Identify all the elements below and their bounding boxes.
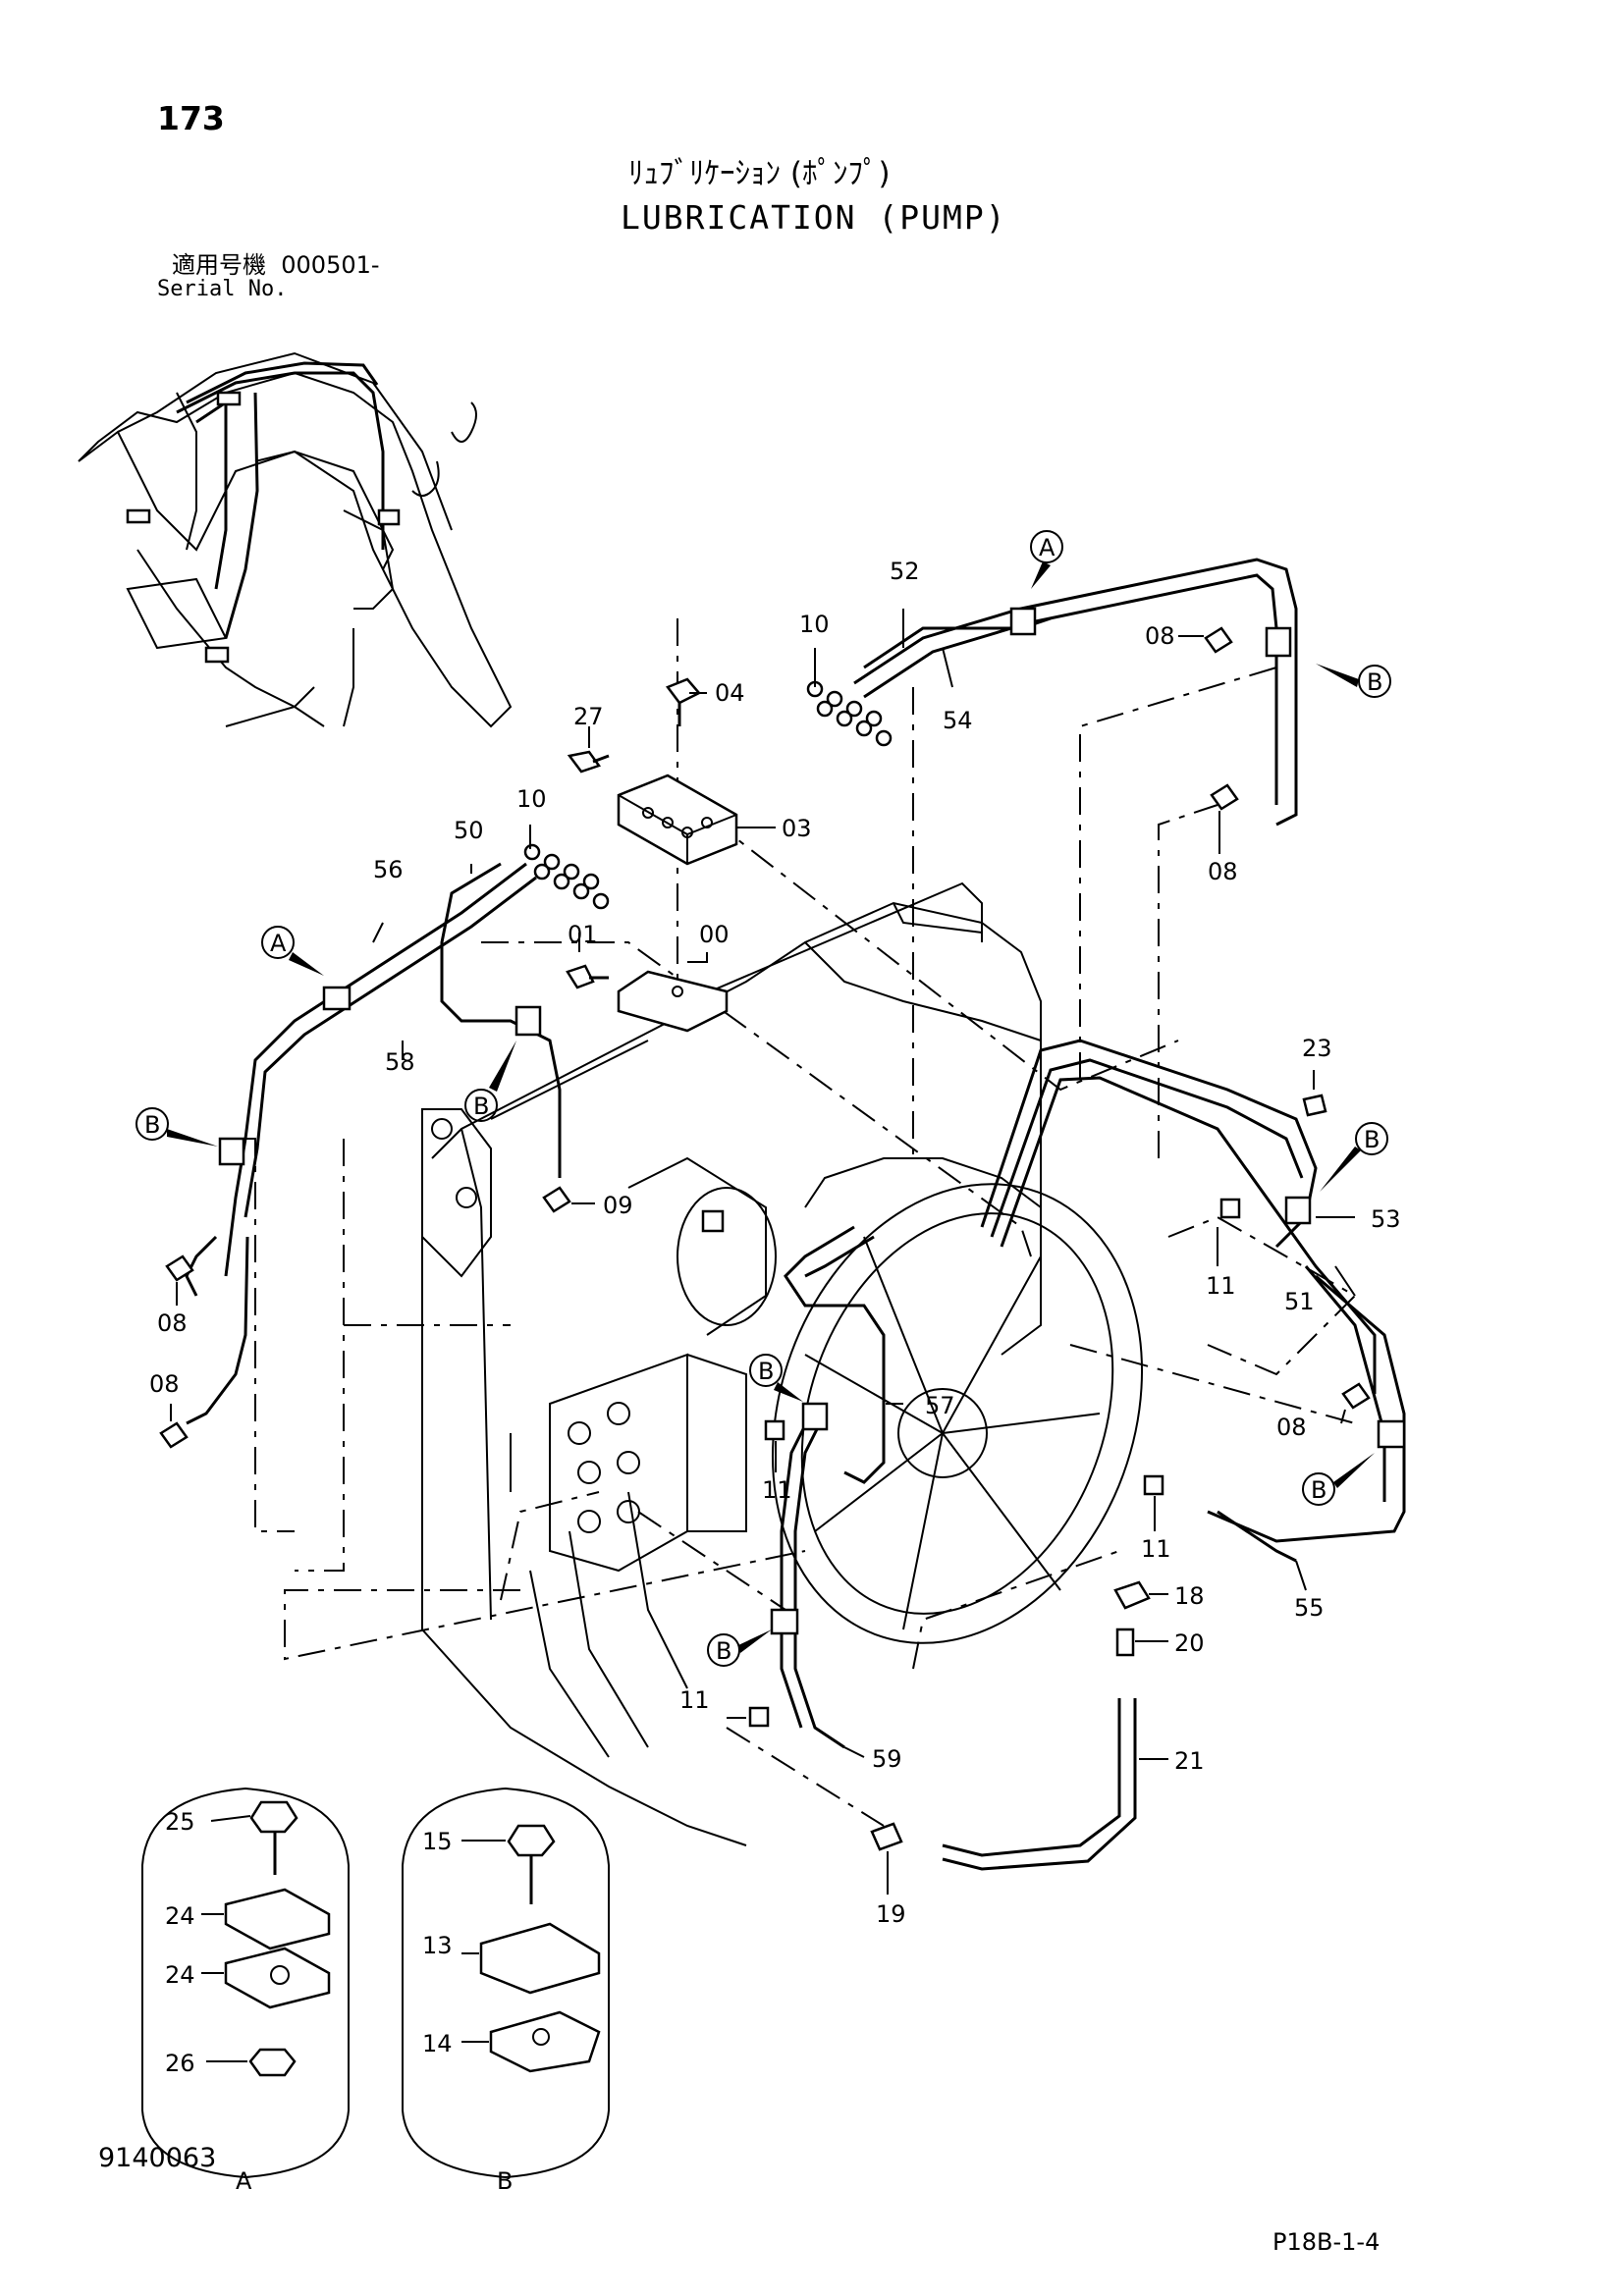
fittings-10-lower	[523, 843, 610, 910]
callout-50: 50	[454, 817, 484, 844]
marker-a-left	[261, 926, 324, 976]
marker-b-5	[749, 1354, 803, 1402]
callout-55: 55	[1294, 1594, 1325, 1622]
callout-59: 59	[872, 1745, 902, 1773]
callout-58: 58	[385, 1048, 415, 1076]
marker-b-4-label: B	[1364, 1126, 1380, 1153]
centerlines	[245, 618, 1357, 1827]
marker-b-3	[135, 1107, 218, 1147]
callout-08-b: 08	[1208, 858, 1238, 885]
callout-18: 18	[1174, 1582, 1205, 1610]
callout-51: 51	[1284, 1288, 1315, 1315]
fan-wheel	[771, 1183, 1144, 1644]
callout-03: 03	[782, 815, 812, 842]
callout-10-b: 10	[516, 785, 547, 813]
callout-11-b: 11	[762, 1476, 792, 1504]
valve-block	[549, 1353, 747, 1573]
callout-11-c: 11	[1141, 1535, 1171, 1563]
bracket-00	[617, 970, 729, 1033]
title-english: LUBRICATION (PUMP)	[621, 198, 1007, 237]
marker-b-2-label: B	[473, 1093, 489, 1120]
leader-lines	[170, 609, 1356, 1895]
callout-23: 23	[1302, 1035, 1332, 1062]
distributor-block	[617, 774, 738, 866]
clamps	[218, 607, 1406, 1635]
page-number: 173	[157, 99, 225, 137]
callout-24-a: 24	[165, 1902, 195, 1930]
marker-a-top	[1030, 530, 1063, 589]
detail-a-label: A	[236, 2167, 252, 2195]
callout-56: 56	[373, 856, 404, 883]
upper-housing	[627, 881, 983, 1336]
marker-b-7-label: B	[716, 1637, 731, 1665]
sheet-code: P18B-1-4	[1272, 2228, 1380, 2256]
pump-housing	[421, 901, 1042, 1846]
marker-a-top-label: A	[1039, 534, 1056, 561]
mount-bracket	[421, 1108, 492, 1278]
callout-10-a: 10	[799, 611, 830, 638]
marker-b-6-label: B	[1311, 1476, 1326, 1504]
bolt-01	[566, 964, 609, 989]
serial-label-japanese: 適用号機 000501-	[172, 253, 380, 277]
marker-letters: A A B B B B B B B A B	[144, 534, 1382, 2195]
callout-24-b: 24	[165, 1961, 195, 1989]
callout-54: 54	[943, 707, 973, 734]
callout-11-d: 11	[679, 1686, 710, 1714]
figure-code: 9140063	[98, 2143, 217, 2173]
overview-inset	[78, 351, 513, 728]
callout-13: 13	[422, 1932, 453, 1959]
callout-04: 04	[715, 679, 745, 707]
callout-52: 52	[890, 558, 920, 585]
plug-27	[567, 750, 610, 774]
callout-09: 09	[603, 1192, 633, 1219]
marker-b-1	[1316, 664, 1391, 698]
callout-14: 14	[422, 2030, 453, 2057]
fittings-10-upper	[806, 680, 893, 747]
serial-label-english: Serial No.	[157, 277, 288, 301]
marker-a-left-label: A	[270, 930, 287, 957]
serial-value: 000501-	[281, 251, 380, 279]
title-japanese: ﾘｭﾌﾞﾘｹｰｼｮﾝ (ﾎﾟﾝﾌﾟ)	[628, 156, 891, 191]
fittings	[159, 626, 1371, 1851]
callout-21: 21	[1174, 1747, 1205, 1775]
callout-01: 01	[568, 921, 598, 948]
callout-labels: 00 01 03 04 08 08 08 08 08 09 10 10 11 1…	[149, 558, 1401, 2077]
marker-b-6	[1302, 1453, 1375, 1506]
bolt-04	[666, 677, 701, 726]
serial-label-jp-text: 適用号機	[172, 251, 266, 279]
marker-b-2	[464, 1041, 516, 1122]
callout-19: 19	[876, 1900, 906, 1928]
marker-b-5-label: B	[758, 1358, 774, 1385]
callout-26: 26	[165, 2050, 195, 2077]
callout-08-a: 08	[1145, 622, 1175, 650]
marker-b-1-label: B	[1367, 668, 1382, 696]
detail-a	[141, 1787, 350, 2179]
callout-08-c: 08	[157, 1309, 188, 1337]
detail-b	[402, 1787, 610, 2179]
callout-25: 25	[165, 1808, 195, 1836]
callout-00: 00	[699, 921, 730, 948]
callout-08-d: 08	[149, 1370, 180, 1398]
callout-15: 15	[422, 1828, 453, 1855]
callout-53: 53	[1371, 1205, 1401, 1233]
callout-20: 20	[1174, 1629, 1205, 1657]
callout-57: 57	[925, 1392, 955, 1419]
callout-27: 27	[573, 703, 604, 730]
callout-08-e: 08	[1276, 1414, 1307, 1441]
marker-b-4	[1320, 1122, 1388, 1192]
marker-b-7	[707, 1629, 772, 1667]
detail-b-label: B	[497, 2167, 513, 2195]
marker-b-3-label: B	[144, 1111, 160, 1139]
callout-11-a: 11	[1206, 1272, 1236, 1300]
